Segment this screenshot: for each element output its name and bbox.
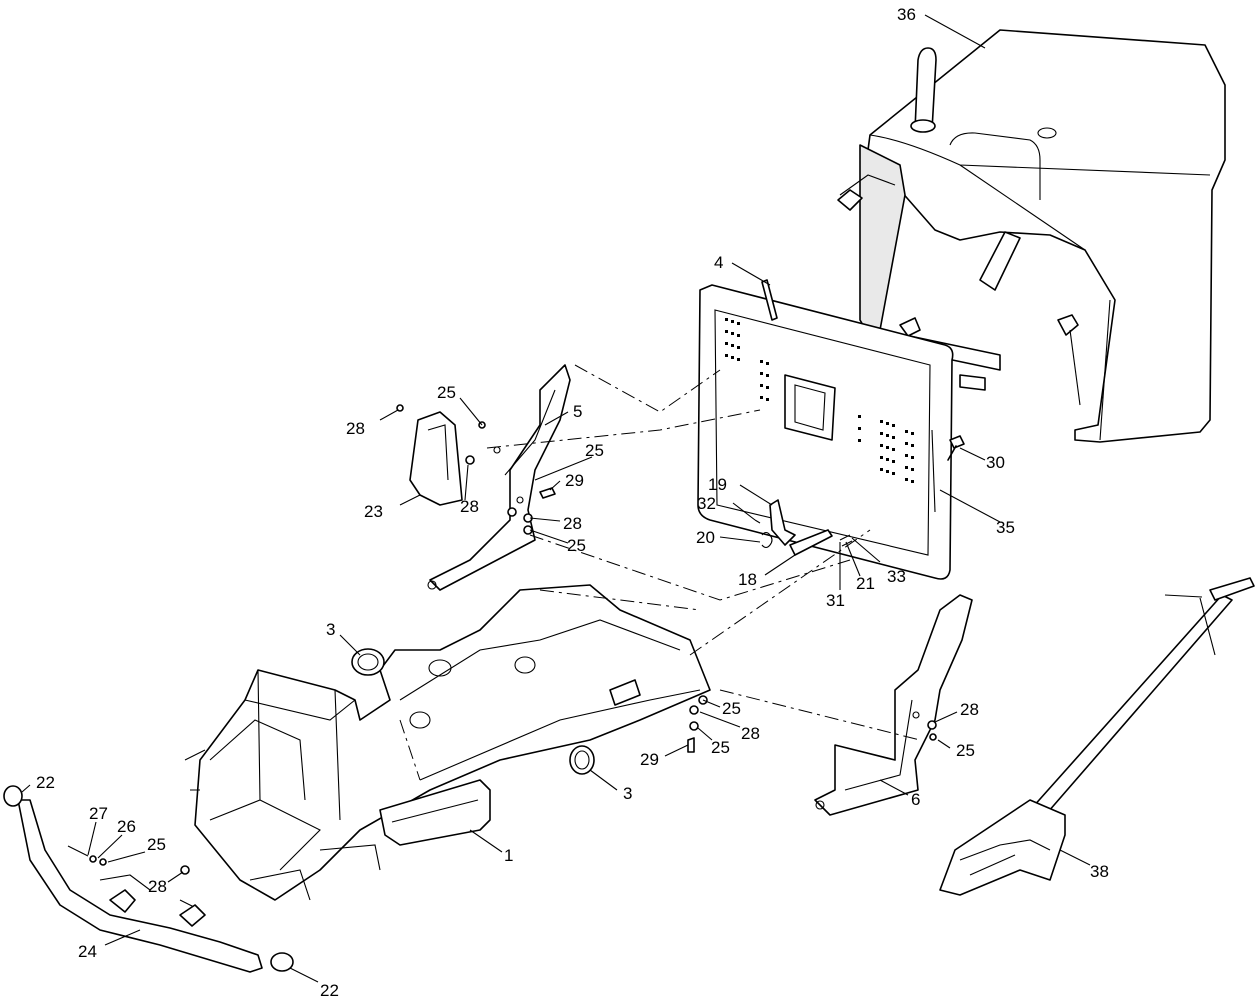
rear-panel-part [697,284,954,580]
assembly-lines [399,364,921,781]
bolt-30-part [947,435,965,461]
callout-27: 27 [89,804,108,823]
callout-labels: 36 4 5 25 28 25 29 23 28 28 25 19 32 20 … [36,5,1109,1000]
callout-25: 25 [956,741,975,760]
callout-26: 26 [117,817,136,836]
callout-29: 29 [640,750,659,769]
bumper-hardware-part [67,845,190,875]
callout-25: 25 [711,738,730,757]
bumper-cap-part [3,785,294,972]
callout-35: 35 [996,518,1015,537]
callout-18: 18 [738,570,757,589]
frame-hardware-part [687,695,708,753]
callout-25: 25 [437,383,456,402]
callout-28: 28 [741,724,760,743]
callout-25: 25 [722,699,741,718]
callout-38: 38 [1090,862,1109,881]
callout-6: 6 [911,790,920,809]
callout-30: 30 [986,453,1005,472]
callout-19: 19 [708,475,727,494]
callout-21: 21 [856,574,875,593]
callout-22: 22 [320,981,339,1000]
bumper-tube-part [17,799,263,973]
callout-25: 25 [147,835,166,854]
callout-4: 4 [714,253,723,272]
callout-5: 5 [573,402,582,421]
callout-36: 36 [897,5,916,24]
callout-25: 25 [567,536,586,555]
callout-23: 23 [364,502,383,521]
grass-bag-part [837,29,1226,443]
bracket-hardware-part [396,404,556,535]
callout-28: 28 [460,497,479,516]
callout-3: 3 [623,784,632,803]
callout-24: 24 [78,942,97,961]
callout-28: 28 [148,877,167,896]
rear-panel-vent-holes [725,318,914,483]
spring-clip-part [761,279,778,321]
leader-lines [21,14,1091,983]
callout-33: 33 [887,567,906,586]
main-frame-part [184,584,711,901]
holder-handle-part [939,577,1255,896]
callout-3: 3 [326,620,335,639]
callout-20: 20 [696,528,715,547]
callout-28: 28 [346,419,365,438]
callout-32: 32 [697,494,716,513]
callout-28: 28 [960,700,979,719]
callout-31: 31 [826,591,845,610]
plate-23-part [409,411,463,506]
callout-22: 22 [36,773,55,792]
right-bracket-part [814,594,973,816]
callout-25: 25 [585,441,604,460]
latch-assembly-part [754,499,853,556]
callout-29: 29 [565,471,584,490]
grommet-part [351,648,595,775]
callout-28: 28 [563,514,582,533]
callout-1: 1 [504,846,513,865]
